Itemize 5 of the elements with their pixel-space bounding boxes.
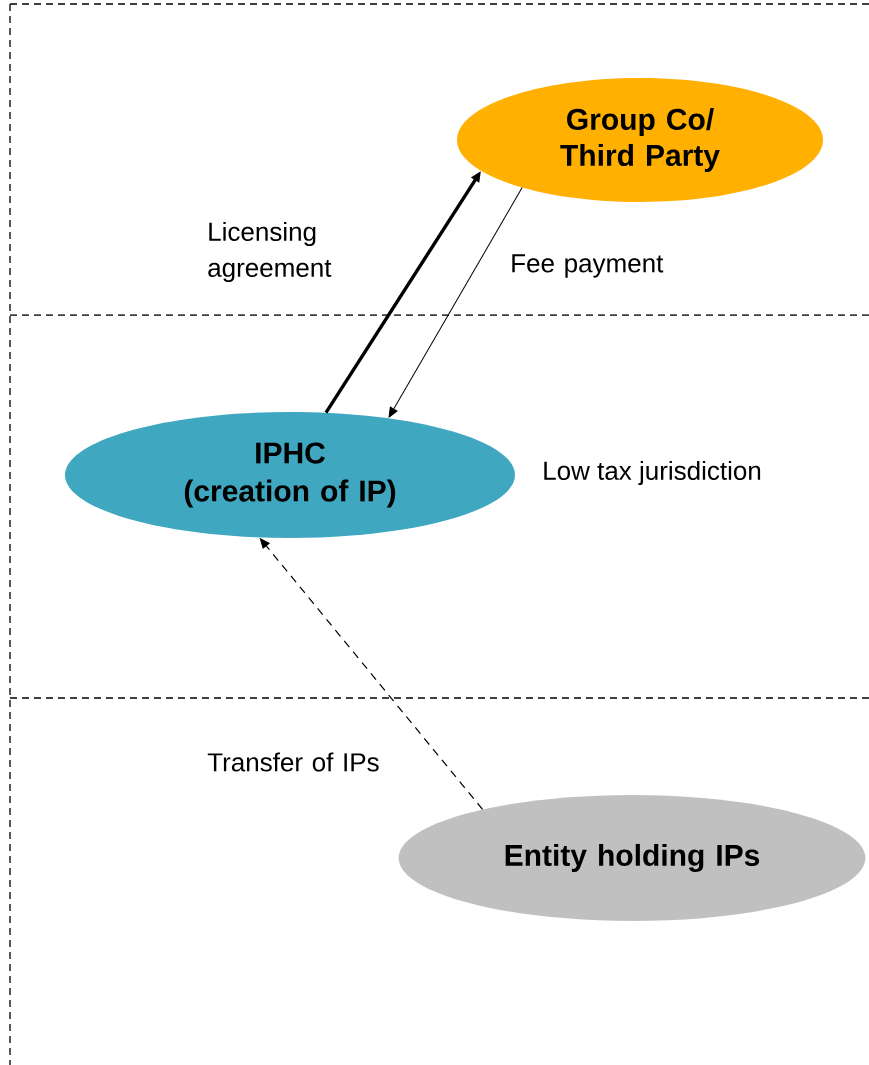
- arrow: [388, 187, 523, 418]
- band-label: Low tax jurisdiction: [544, 460, 761, 486]
- edge-label: Transfer of IPs: [207, 752, 379, 772]
- edge-label: Licensing agreement: [208, 221, 332, 283]
- edge-label: Fee payment: [512, 254, 664, 278]
